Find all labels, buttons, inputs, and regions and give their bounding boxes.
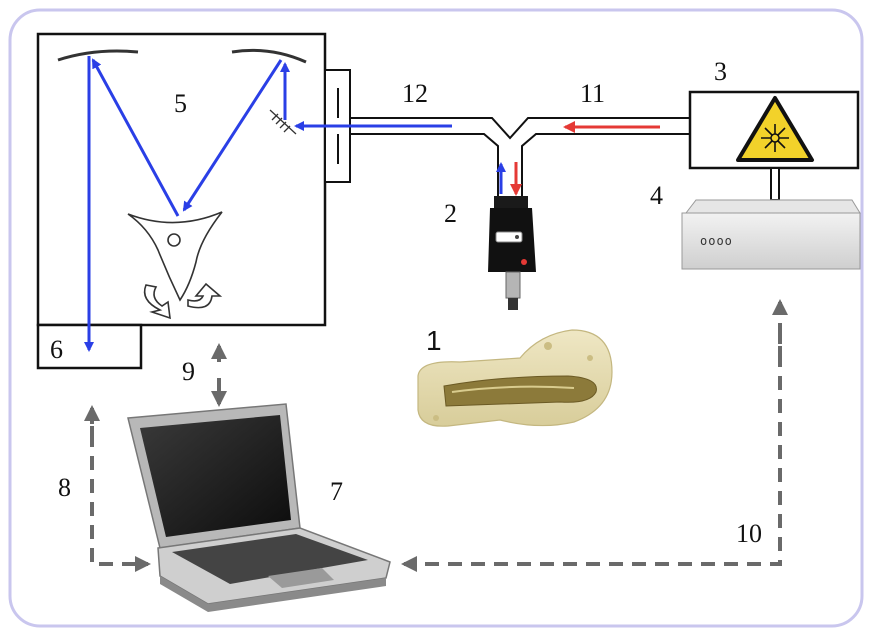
label-8: 8 [58, 473, 71, 502]
label-9: 9 [182, 357, 195, 386]
controller-display: oooo [700, 234, 733, 248]
bone-sample-icon [417, 329, 613, 427]
rotation-arrow-icon [143, 282, 223, 320]
label-1: 1 [426, 325, 442, 356]
label-3: 3 [714, 57, 727, 86]
controller-box-icon: oooo [681, 199, 861, 270]
dashed-links [84, 299, 788, 572]
link-8 [90, 410, 151, 572]
label-2: 2 [444, 199, 457, 228]
blue-beam-path [84, 56, 452, 352]
label-11: 11 [580, 79, 605, 108]
left-mirror [57, 49, 139, 62]
link-10 [401, 330, 782, 572]
right-mirror [231, 48, 307, 64]
label-12: 12 [402, 79, 428, 108]
laser-warning-icon [736, 96, 814, 162]
scanner-chamber [36, 32, 452, 370]
sample-holder [127, 211, 223, 302]
probe-icon [488, 196, 536, 310]
flat-mirror [269, 109, 297, 135]
laser-source [688, 90, 860, 201]
laptop-icon [127, 403, 391, 612]
label-6: 6 [50, 335, 63, 364]
label-5: 5 [174, 89, 187, 118]
label-10: 10 [736, 519, 762, 548]
label-7: 7 [330, 477, 343, 506]
label-4: 4 [650, 181, 663, 210]
